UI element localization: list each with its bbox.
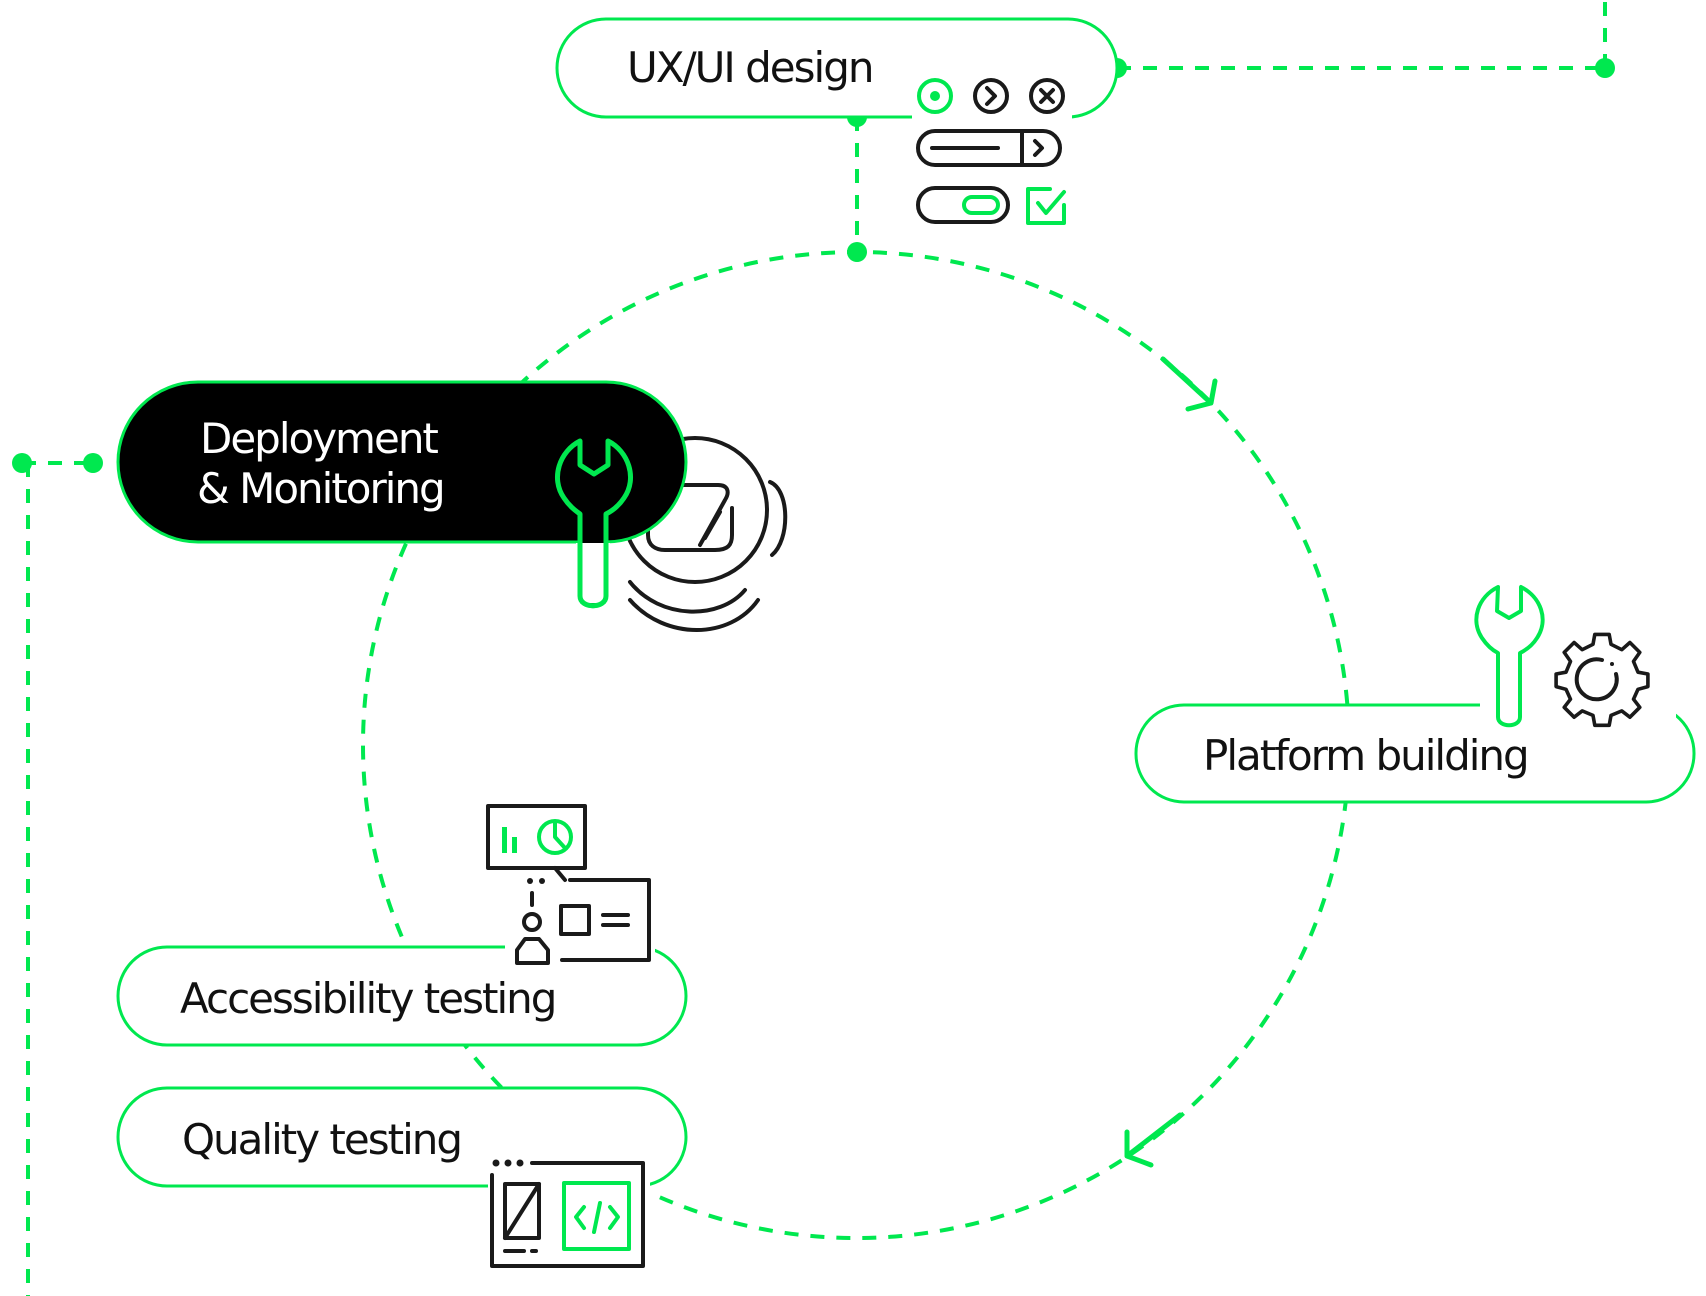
ui-controls-icon (912, 78, 1072, 230)
code-window-icon (488, 1159, 650, 1276)
stage-label-line1: Deployment (200, 414, 438, 463)
connector-uxui-right (1107, 0, 1615, 78)
connector-node (12, 453, 32, 473)
presentation-person-icon (486, 800, 655, 965)
stage-ux-ui-design[interactable]: UX/UI design (555, 17, 1119, 230)
stage-accessibility-testing[interactable]: Accessibility testing (116, 800, 688, 1047)
stage-quality-testing[interactable]: Quality testing (116, 1086, 688, 1276)
connector-node (83, 453, 103, 473)
connector-node (847, 242, 867, 262)
connector-node (1595, 58, 1615, 78)
wrench-icon (554, 438, 634, 609)
stage-platform-building[interactable]: Platform building (1134, 580, 1696, 804)
stage-label-line2: & Monitoring (197, 464, 444, 513)
stage-label: Accessibility testing (180, 974, 555, 1023)
stage-label: UX/UI design (627, 43, 872, 92)
stage-label: Platform building (1203, 731, 1528, 780)
stage-deployment-monitoring[interactable]: Deployment & Monitoring (116, 380, 788, 632)
cycle-arrow-bottom-right (1124, 1112, 1183, 1168)
connector-deployment-left (12, 453, 103, 1296)
wrench-gear-icon (1474, 580, 1676, 730)
stage-label: Quality testing (182, 1115, 461, 1164)
connector-uxui-ring (847, 107, 867, 262)
cycle-arrow-top-right (1160, 356, 1218, 412)
